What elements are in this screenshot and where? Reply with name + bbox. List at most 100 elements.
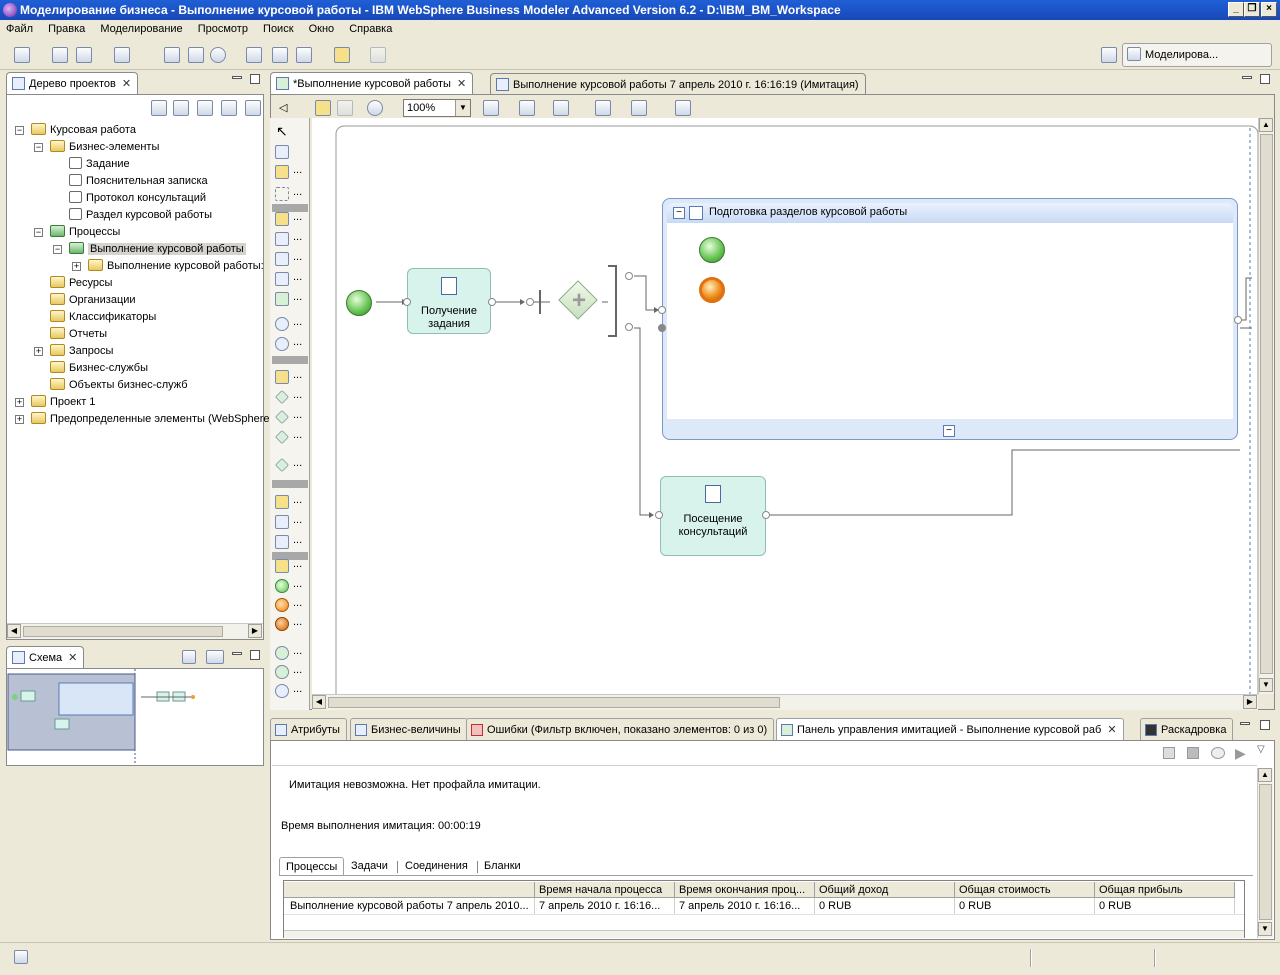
input-port[interactable] — [403, 298, 411, 306]
step-icon[interactable] — [1211, 747, 1225, 759]
tree-item-explanatory-note[interactable]: Пояснительная записка — [69, 173, 208, 190]
scroll-up-icon[interactable]: ▲ — [1258, 768, 1272, 782]
tree-expander[interactable]: + — [15, 397, 24, 407]
palette-flow-end[interactable]: ... — [273, 616, 309, 632]
play-icon[interactable]: ▶ — [1235, 745, 1246, 761]
fast-view-icon[interactable] — [14, 950, 28, 964]
edit-diagram-icon[interactable] — [675, 100, 691, 116]
menu-window[interactable]: Окно — [308, 23, 335, 35]
palette-fork[interactable]: ... — [273, 409, 309, 425]
palette-decision[interactable]: ... — [273, 389, 309, 405]
connect-icon[interactable] — [519, 100, 535, 116]
palette-collapse-icon[interactable]: ◁ — [279, 102, 288, 114]
tree-expander[interactable]: − — [15, 125, 24, 135]
maximize-button[interactable]: ❐ — [1244, 2, 1260, 17]
scroll-thumb[interactable] — [328, 697, 780, 708]
column-header-end[interactable]: Время окончания проц... — [675, 882, 815, 898]
palette-folder-3[interactable]: ... — [273, 494, 309, 510]
redo-icon[interactable] — [337, 100, 353, 116]
tree-item-business-services[interactable]: Бизнес-службы — [50, 360, 148, 377]
tab-editor-process[interactable]: *Выполнение курсовой работы✕ — [270, 72, 474, 94]
tab-attributes[interactable]: Атрибуты — [270, 718, 347, 740]
fit-icon[interactable] — [483, 100, 499, 116]
palette-folder-4[interactable]: ... — [273, 558, 309, 574]
layout-list-icon[interactable] — [553, 100, 569, 116]
tree-item-process-coursework[interactable]: Выполнение курсовой работы — [69, 241, 246, 258]
print-icon[interactable] — [76, 47, 92, 63]
expand-all-icon[interactable] — [173, 100, 189, 116]
collapse-icon[interactable]: − — [673, 207, 685, 219]
undo-icon[interactable] — [315, 100, 331, 116]
minimize-view-icon[interactable] — [1240, 722, 1250, 725]
column-header-revenue[interactable]: Общий доход — [815, 882, 955, 898]
filter-icon[interactable] — [245, 100, 261, 116]
tree-item-service-objects[interactable]: Объекты бизнес-служб — [50, 377, 188, 394]
close-icon[interactable]: ✕ — [456, 78, 467, 90]
input-port[interactable] — [526, 298, 534, 306]
tree-expander[interactable]: − — [34, 142, 43, 152]
scroll-up-icon[interactable]: ▲ — [1259, 118, 1273, 132]
view-mode-1-icon[interactable] — [246, 47, 262, 63]
help-icon[interactable] — [210, 47, 226, 63]
tree-item-queries[interactable]: Запросы — [50, 343, 113, 360]
scroll-left-icon[interactable]: ◀ — [312, 695, 326, 709]
scroll-right-icon[interactable]: ▶ — [1243, 695, 1257, 709]
close-icon[interactable]: ✕ — [1107, 724, 1117, 736]
forward-arrow-icon[interactable] — [370, 47, 386, 63]
scroll-down-icon[interactable]: ▼ — [1258, 922, 1272, 936]
subprocess-end-node[interactable] — [699, 277, 725, 303]
palette-process[interactable]: ... — [273, 291, 309, 307]
tree-item-business-elements[interactable]: Бизнес-элементы — [50, 139, 159, 156]
view-mode-2-icon[interactable] — [272, 47, 288, 63]
close-icon[interactable]: ✕ — [68, 652, 78, 664]
palette-merge[interactable]: ... — [273, 429, 309, 445]
tree-item-classifiers[interactable]: Классификаторы — [50, 309, 156, 326]
table-cell[interactable]: 7 апрель 2010 г. 16:16... — [675, 898, 815, 914]
column-header-profit[interactable]: Общая прибыль — [1095, 882, 1235, 898]
input-port[interactable] — [658, 306, 666, 314]
palette-map[interactable]: ... — [273, 534, 309, 550]
tree-item-organizations[interactable]: Организации — [50, 292, 136, 309]
palette-observer[interactable]: ... — [273, 683, 309, 699]
palette-datastore[interactable]: ... — [273, 514, 309, 530]
output-port[interactable] — [625, 272, 633, 280]
scroll-left-icon[interactable]: ◀ — [7, 624, 21, 638]
tree-item-resources[interactable]: Ресурсы — [50, 275, 112, 292]
palette-human-task[interactable]: ... — [273, 251, 309, 267]
color-icon[interactable] — [595, 100, 611, 116]
sort-icon[interactable] — [151, 100, 167, 116]
close-button[interactable]: × — [1261, 2, 1277, 17]
tab-errors[interactable]: Ошибки (Фильтр включен, показано элемент… — [466, 718, 775, 740]
close-icon[interactable]: ✕ — [121, 78, 132, 90]
tab-outline[interactable]: Схема✕ — [6, 646, 85, 668]
tab-storyboard[interactable]: Раскадровка — [1140, 718, 1234, 740]
outline-overview-icon[interactable] — [206, 650, 224, 664]
scroll-down-icon[interactable]: ▼ — [1259, 678, 1273, 692]
table-cell[interactable]: 0 RUB — [955, 898, 1095, 914]
palette-start[interactable]: ... — [273, 578, 309, 594]
open-perspective-icon[interactable] — [1101, 47, 1117, 63]
selection-arrow-icon[interactable]: ↖ — [276, 123, 288, 139]
link-editor-icon[interactable] — [221, 100, 237, 116]
view-menu-icon[interactable]: ▽ — [1257, 744, 1265, 755]
palette-task[interactable]: ... — [273, 231, 309, 247]
subprocess-prepare-sections[interactable]: − Подготовка разделов курсовой работы − — [662, 198, 1238, 440]
palette-repository[interactable]: ... — [273, 271, 309, 287]
tab-project-tree[interactable]: Дерево проектов✕ — [6, 72, 139, 94]
table-cell[interactable]: Выполнение курсовой работы 7 апрель 2010… — [286, 898, 535, 914]
menu-modeling[interactable]: Моделирование — [100, 23, 183, 35]
maximize-editor-icon[interactable] — [1260, 74, 1270, 84]
tab-simulation-control[interactable]: Панель управления имитацией - Выполнение… — [776, 718, 1124, 740]
edit-subprocess-icon[interactable] — [689, 206, 703, 220]
view-mode-3-icon[interactable] — [296, 47, 312, 63]
grid-icon[interactable] — [631, 100, 647, 116]
palette-join[interactable]: ... — [273, 457, 309, 473]
scroll-thumb[interactable] — [1259, 784, 1272, 920]
collapse-icon[interactable]: − — [943, 425, 955, 437]
table-cell[interactable]: 7 апрель 2010 г. 16:16... — [535, 898, 675, 914]
tree-expander[interactable]: + — [72, 261, 81, 271]
column-header-start[interactable]: Время начала процесса — [535, 882, 675, 898]
zoom-select[interactable]: 100% ▼ — [403, 99, 471, 117]
output-port[interactable] — [488, 298, 496, 306]
layout-icon[interactable] — [114, 47, 130, 63]
